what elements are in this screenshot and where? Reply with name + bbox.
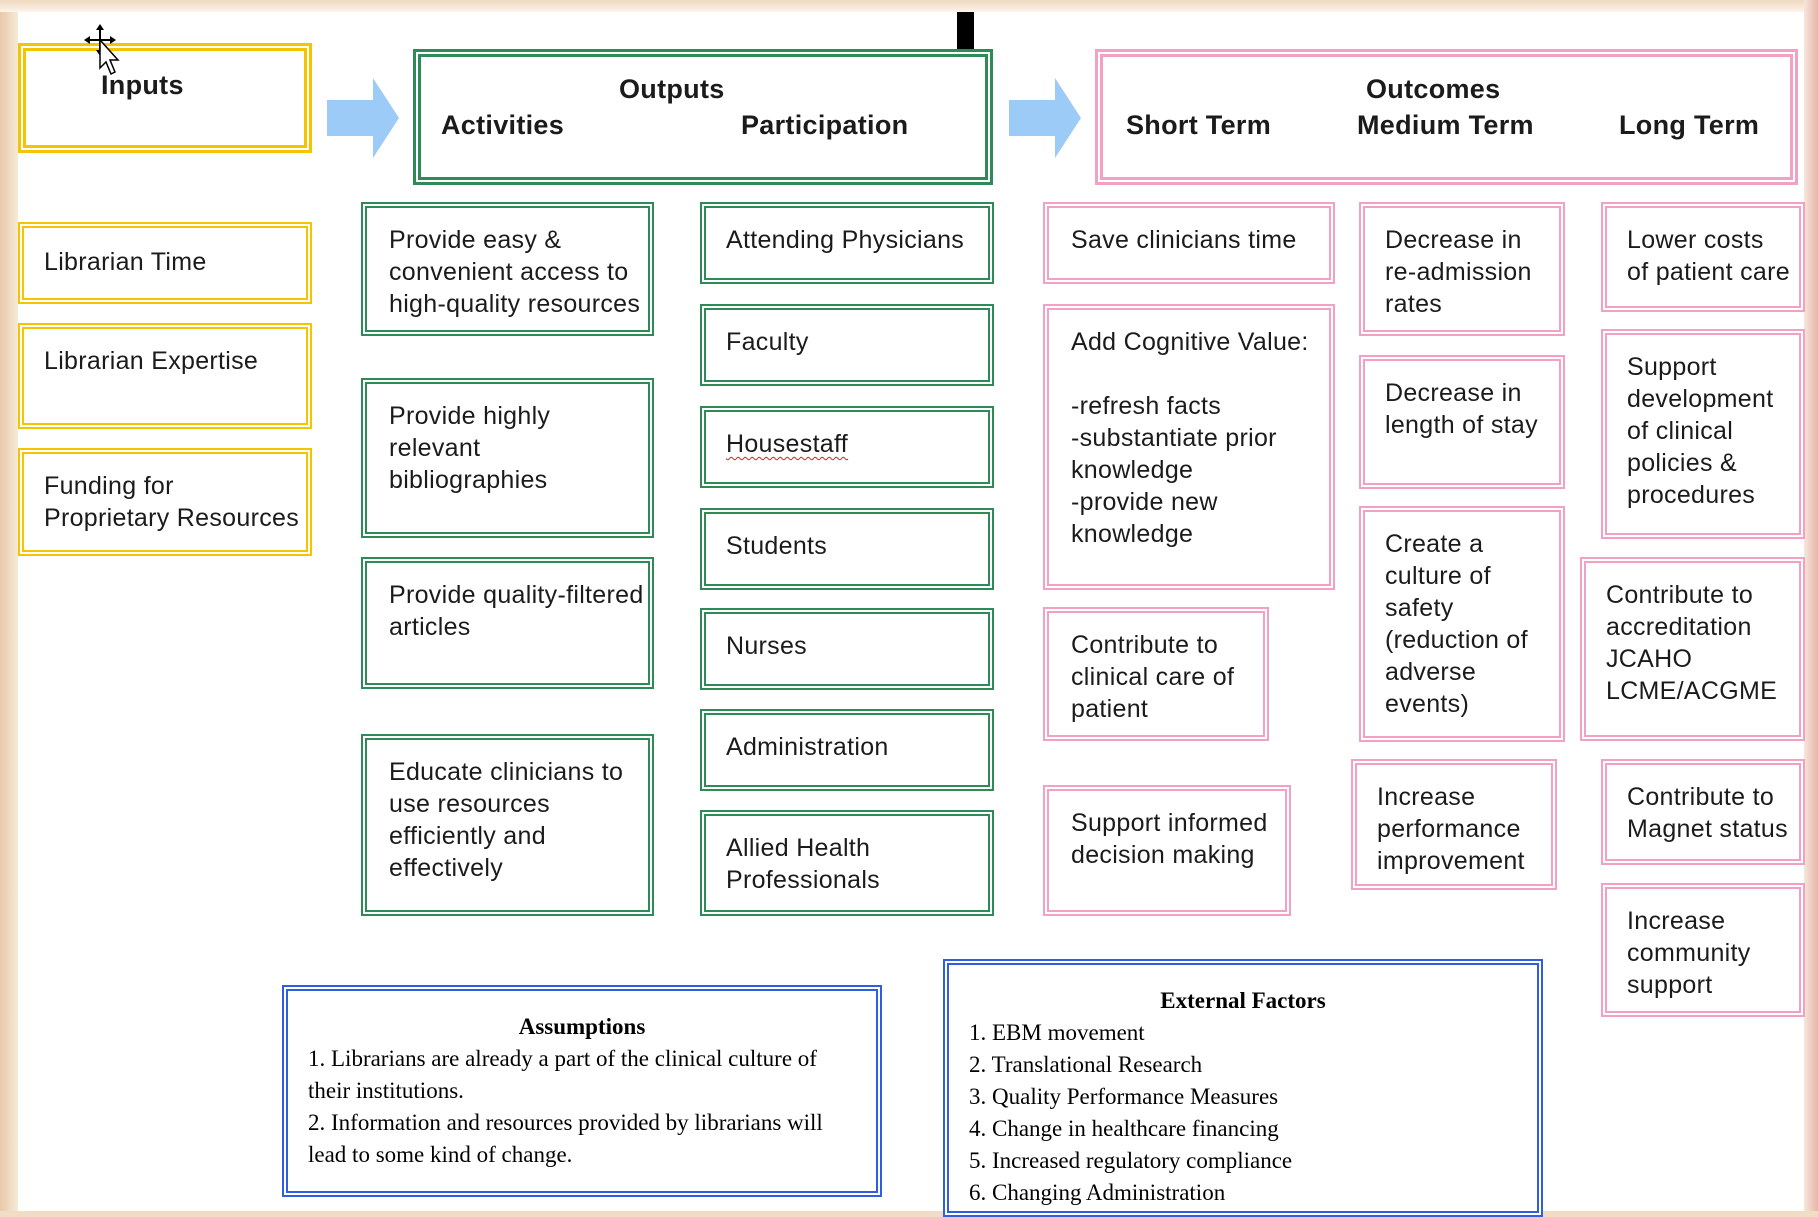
input-label: Librarian Time bbox=[44, 248, 207, 276]
input-label: Funding for Proprietary Resources bbox=[44, 472, 300, 532]
participant-box[interactable]: Nurses bbox=[700, 608, 994, 690]
activities-heading: Activities bbox=[441, 110, 565, 140]
input-box-2[interactable]: Librarian Expertise bbox=[18, 323, 312, 429]
participant-label: Nurses bbox=[726, 632, 807, 660]
short-term-box[interactable]: Save clinicians time bbox=[1043, 202, 1335, 284]
external-factors-body: 1. EBM movement 2. Translational Researc… bbox=[969, 1020, 1293, 1205]
input-box-3[interactable]: Funding for Proprietary Resources bbox=[18, 448, 312, 556]
activity-label: Provide highly relevant bibliographies bbox=[389, 402, 551, 494]
outcome-label: Support informed decision making bbox=[1071, 809, 1268, 869]
slide-edge-left bbox=[0, 0, 18, 1217]
outcome-label: Increase community support bbox=[1627, 907, 1751, 999]
outputs-header-box[interactable]: Outputs Activities Participation bbox=[413, 49, 993, 185]
long-term-box[interactable]: Contribute to Magnet status bbox=[1601, 759, 1805, 865]
activity-box[interactable]: Provide easy & convenient access to high… bbox=[361, 202, 654, 336]
short-term-box[interactable]: Support informed decision making bbox=[1043, 785, 1291, 916]
participant-box[interactable]: Attending Physicians bbox=[700, 202, 994, 284]
participant-label: Attending Physicians bbox=[726, 226, 965, 254]
medium-term-box[interactable]: Increase performance improvement bbox=[1351, 759, 1557, 890]
outcome-label: Support development of clinical policies… bbox=[1627, 353, 1774, 509]
external-factors-box[interactable]: External Factors 1. EBM movement 2. Tran… bbox=[943, 959, 1543, 1217]
slide-edge-top bbox=[0, 0, 1818, 12]
participant-label: Administration bbox=[726, 733, 889, 761]
external-factors-title: External Factors bbox=[1160, 988, 1326, 1013]
activity-box[interactable]: Provide highly relevant bibliographies bbox=[361, 378, 654, 538]
participant-box[interactable]: Faculty bbox=[700, 304, 994, 386]
black-marker bbox=[957, 12, 974, 50]
outcome-label: Add Cognitive Value: -refresh facts -sub… bbox=[1071, 328, 1309, 548]
activity-label: Provide quality-filtered articles bbox=[389, 581, 644, 641]
long-term-box[interactable]: Contribute to accreditation JCAHO LCME/A… bbox=[1580, 557, 1805, 741]
participant-label: Allied Health Professionals bbox=[726, 834, 880, 894]
outcome-label: Decrease in length of stay bbox=[1385, 379, 1538, 439]
arrow-right-icon bbox=[327, 78, 399, 158]
inputs-heading: Inputs bbox=[101, 70, 184, 100]
assumptions-box[interactable]: Assumptions 1. Librarians are already a … bbox=[282, 985, 882, 1197]
participation-heading: Participation bbox=[741, 110, 909, 140]
inputs-header-box[interactable]: Inputs bbox=[18, 43, 312, 153]
outputs-heading: Outputs bbox=[619, 74, 725, 104]
assumptions-body: 1. Librarians are already a part of the … bbox=[308, 1046, 823, 1167]
outcome-label: Increase performance improvement bbox=[1377, 783, 1525, 875]
outcome-label: Create a culture of safety (reduction of… bbox=[1385, 530, 1528, 718]
slide-edge-bottom bbox=[0, 1211, 1818, 1217]
medium-term-box[interactable]: Decrease in length of stay bbox=[1359, 355, 1565, 489]
arrow-right-icon bbox=[1009, 78, 1081, 158]
participant-box[interactable]: Administration bbox=[700, 709, 994, 791]
medium-term-box[interactable]: Create a culture of safety (reduction of… bbox=[1359, 506, 1565, 742]
medium-term-heading: Medium Term bbox=[1357, 110, 1534, 140]
participant-label: Faculty bbox=[726, 328, 809, 356]
participant-box[interactable]: Allied Health Professionals bbox=[700, 810, 994, 916]
outcome-label: Contribute to Magnet status bbox=[1627, 783, 1788, 843]
slide-edge-right bbox=[1804, 0, 1818, 1217]
participant-box[interactable]: Housestaff bbox=[700, 406, 994, 488]
participant-label: Housestaff bbox=[726, 430, 849, 458]
assumptions-title: Assumptions bbox=[518, 1014, 646, 1039]
long-term-box[interactable]: Support development of clinical policies… bbox=[1601, 329, 1805, 539]
outcome-label: Contribute to accreditation JCAHO LCME/A… bbox=[1606, 581, 1778, 705]
long-term-heading: Long Term bbox=[1619, 110, 1760, 140]
short-term-box[interactable]: Contribute to clinical care of patient bbox=[1043, 607, 1269, 741]
activity-box[interactable]: Provide quality-filtered articles bbox=[361, 557, 654, 689]
input-box-1[interactable]: Librarian Time bbox=[18, 222, 312, 304]
participant-label: Students bbox=[726, 532, 828, 560]
long-term-box[interactable]: Lower costs of patient care bbox=[1601, 202, 1805, 312]
outcome-label: Lower costs of patient care bbox=[1627, 226, 1790, 286]
participant-box[interactable]: Students bbox=[700, 508, 994, 590]
long-term-box[interactable]: Increase community support bbox=[1601, 883, 1805, 1017]
activity-label: Educate clinicians to use resources effi… bbox=[389, 758, 624, 882]
outcome-label: Contribute to clinical care of patient bbox=[1071, 631, 1235, 723]
activity-label: Provide easy & convenient access to high… bbox=[389, 226, 641, 318]
activity-box[interactable]: Educate clinicians to use resources effi… bbox=[361, 734, 654, 916]
medium-term-box[interactable]: Decrease in re-admission rates bbox=[1359, 202, 1565, 336]
short-term-heading: Short Term bbox=[1126, 110, 1272, 140]
move-cursor-icon bbox=[84, 24, 120, 76]
outcome-label: Save clinicians time bbox=[1071, 226, 1297, 254]
input-label: Librarian Expertise bbox=[44, 347, 259, 375]
outcomes-header-box[interactable]: Outcomes Short Term Medium Term Long Ter… bbox=[1095, 49, 1798, 185]
outcome-label: Decrease in re-admission rates bbox=[1385, 226, 1532, 318]
outcomes-heading: Outcomes bbox=[1366, 74, 1501, 104]
short-term-box[interactable]: Add Cognitive Value: -refresh facts -sub… bbox=[1043, 304, 1335, 590]
